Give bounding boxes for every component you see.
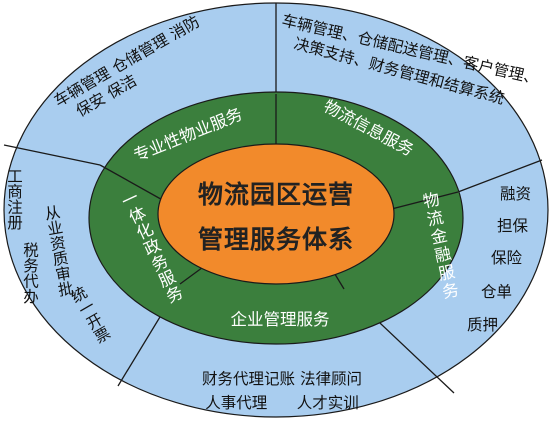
core-title-line1: 物流园区运营	[198, 180, 354, 209]
ring-label-enterprise-management: 企业管理服务	[231, 310, 330, 329]
outer-right-item2: 担保	[497, 217, 529, 235]
divider-right-upper	[457, 159, 543, 193]
outer-bottom-line2: 人事代理 人才实训	[205, 394, 359, 412]
outer-left-col2: 税务代办	[21, 242, 39, 305]
divider-left-upper	[3, 144, 101, 166]
outer-right-item4: 仓单	[481, 283, 512, 301]
outer-right-item3: 保险	[491, 249, 523, 267]
outer-right-item5: 质押	[467, 316, 498, 334]
outer-left-col1: 工商注册	[5, 168, 23, 231]
outer-right-item1: 融资	[500, 185, 531, 203]
core-ellipse	[157, 143, 395, 285]
outer-bottom-line1: 财务代理记账 法律顾问	[202, 370, 362, 388]
core-title-line2: 管理服务体系	[198, 225, 354, 254]
